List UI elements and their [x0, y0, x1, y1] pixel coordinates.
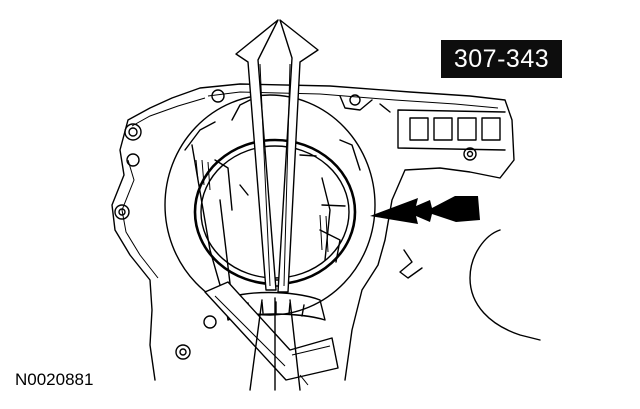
- bolt-hole: [175, 344, 191, 360]
- bolt-hole: [126, 153, 140, 167]
- snap-ring-inner: [200, 145, 350, 279]
- lower-bracket: [204, 281, 339, 381]
- bolt-hole-inner: [179, 348, 187, 356]
- housing-curve: [469, 229, 541, 341]
- bolt-hole: [114, 204, 130, 220]
- plier-handle: [249, 297, 301, 391]
- valve-body-edge: [339, 95, 391, 113]
- case-flange: [111, 83, 515, 381]
- plier-jaw-edge: [259, 63, 291, 287]
- retaining-clip: [399, 249, 423, 279]
- bore-shading: [195, 159, 329, 253]
- bolt-hole-inner: [128, 127, 138, 137]
- snap-ring-outer: [193, 138, 357, 286]
- plier-jaw-left: [235, 19, 279, 291]
- bore-outer: [164, 94, 376, 316]
- bolt-hole: [203, 315, 217, 329]
- valve-body-ribs: [397, 109, 506, 151]
- direction-arrow: [370, 196, 480, 224]
- bolt-hole: [211, 89, 225, 103]
- bolt-head: [463, 147, 477, 161]
- case-flange-inner: [121, 91, 499, 279]
- bore-inner-walls: [184, 99, 361, 301]
- figure-code: N0020881: [15, 370, 94, 389]
- lower-bracket-detail: [214, 295, 331, 386]
- bolt-hole: [349, 94, 361, 106]
- bolt-head-center: [466, 150, 474, 158]
- bolt-hole: [124, 123, 142, 141]
- tool-number-label: 307-343: [441, 40, 562, 78]
- bolt-hole-inner: [118, 208, 126, 216]
- plier-jaw-right: [277, 19, 319, 293]
